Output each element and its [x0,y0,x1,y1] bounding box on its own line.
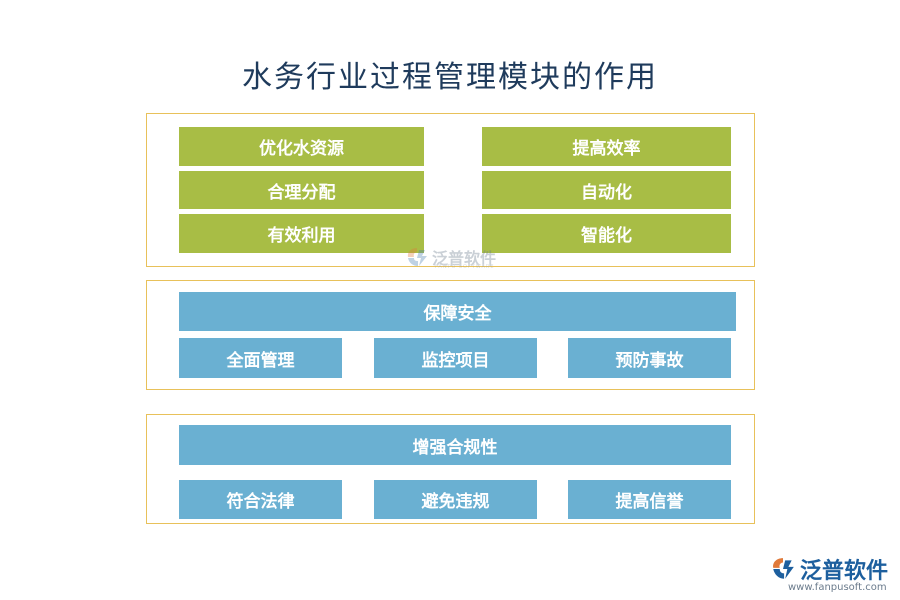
box-enhance-compliance: 增强合规性 [179,425,731,465]
box-improve-reputation: 提高信誉 [568,480,731,519]
box-comply-law: 符合法律 [179,480,342,519]
fanpu-logo-icon [773,558,794,579]
brand-logo: 泛普软件 [770,553,888,585]
page-title: 水务行业过程管理模块的作用 [242,60,658,95]
box-reasonable-allocation: 合理分配 [179,171,424,209]
logo-url: www.fanpusoft.com [788,582,887,593]
box-automation: 自动化 [482,171,731,209]
watermark-name: 泛普软件 [432,249,497,268]
box-optimize-water: 优化水资源 [179,127,424,166]
fanpu-watermark-icon [407,248,427,266]
watermark: 泛普软件 FANPU SOFTWARE [405,245,497,270]
box-monitor-projects: 监控项目 [374,338,537,378]
watermark-sub: FANPU SOFTWARE [435,264,495,270]
box-effective-use: 有效利用 [179,214,424,253]
box-ensure-safety: 保障安全 [179,292,736,331]
box-avoid-violation: 避免违规 [374,480,537,519]
logo-name: 泛普软件 [800,559,889,584]
box-improve-efficiency: 提高效率 [482,127,731,166]
box-prevent-accidents: 预防事故 [568,338,731,378]
box-intelligence: 智能化 [482,214,731,253]
box-comprehensive-management: 全面管理 [179,338,342,378]
